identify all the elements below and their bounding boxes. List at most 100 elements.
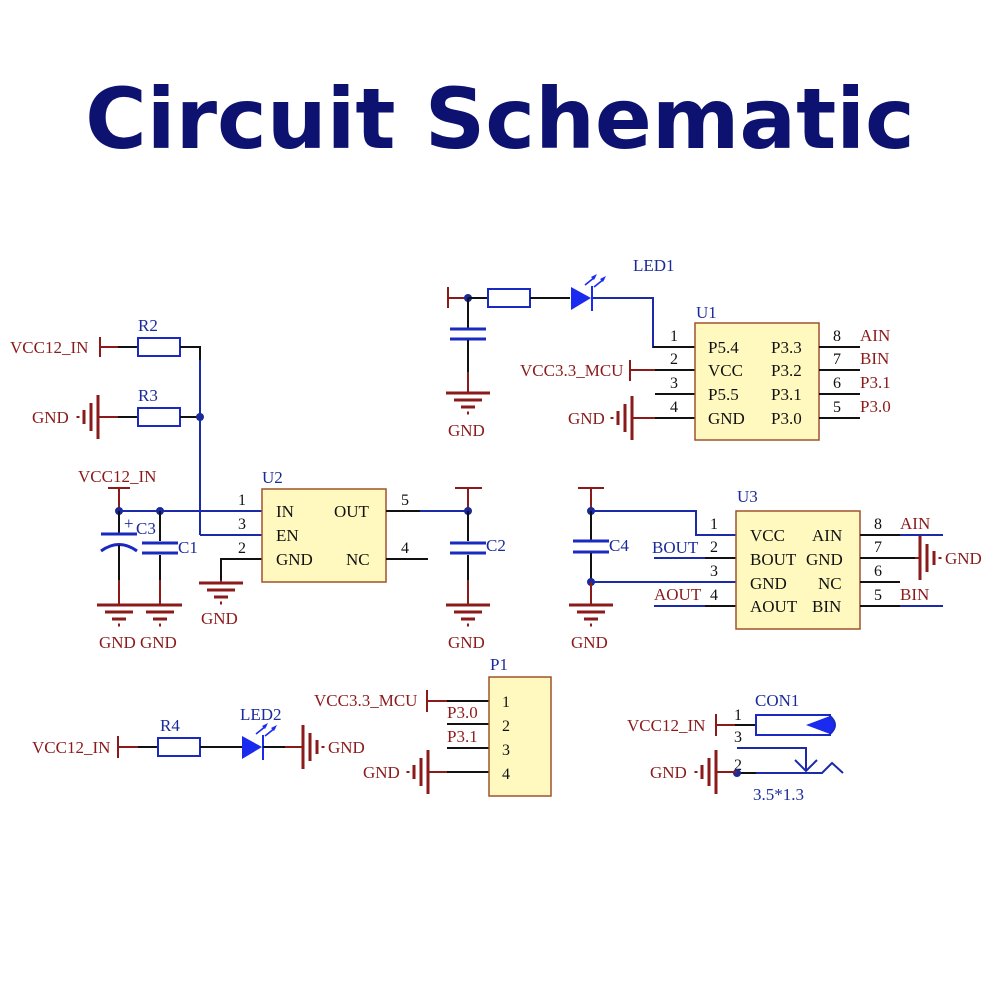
ground-icon bbox=[444, 603, 492, 627]
gnd-label-u1: GND bbox=[568, 409, 605, 428]
ground-icon bbox=[76, 393, 100, 441]
schematic-label: 1 bbox=[502, 694, 510, 711]
arrow-icon bbox=[600, 276, 606, 282]
u3-left-nets: BOUT AOUT bbox=[652, 538, 736, 607]
schematic-label: 1 bbox=[238, 492, 246, 509]
ground-icon bbox=[694, 748, 718, 796]
schematic-label: 8 bbox=[833, 328, 841, 345]
schematic-label: 3 bbox=[734, 729, 742, 746]
c3-label: C3 bbox=[136, 519, 156, 538]
net-label-aout: AOUT bbox=[654, 585, 702, 604]
led1-diode[interactable] bbox=[571, 287, 591, 310]
u1-left-nets: VCC3.3_MCU GND bbox=[520, 360, 695, 442]
schematic-label: 3 bbox=[238, 516, 246, 533]
schematic-label: BIN bbox=[812, 597, 841, 616]
schematic-label: BOUT bbox=[750, 550, 797, 569]
schematic-label: GND bbox=[806, 550, 843, 569]
component-body bbox=[488, 676, 552, 797]
c1-label: C1 bbox=[178, 538, 198, 557]
chip-u2[interactable]: U2 1 3 2 IN EN GND OUT NC 5 4 bbox=[238, 468, 409, 583]
ground-icon bbox=[406, 748, 430, 796]
schematic-label: EN bbox=[276, 526, 299, 545]
net-label-vcc33-u1: VCC3.3_MCU bbox=[520, 361, 623, 380]
ground-icon bbox=[610, 394, 634, 442]
net-label-vcc33-p1: VCC3.3_MCU bbox=[314, 691, 417, 710]
schematic-label: 1 bbox=[710, 516, 718, 533]
arrow-icon bbox=[806, 716, 830, 734]
schematic-label: P3.1 bbox=[860, 373, 891, 392]
c4-label: C4 bbox=[609, 536, 629, 555]
c2-label: C2 bbox=[486, 536, 506, 555]
gnd-label-c1: GND bbox=[140, 633, 177, 652]
schematic-label: 1 bbox=[670, 328, 678, 345]
resistor-r2[interactable] bbox=[137, 337, 181, 357]
component-body bbox=[735, 510, 861, 630]
schematic-label: 3 bbox=[502, 742, 510, 759]
ground-icon bbox=[918, 534, 942, 582]
resistor-r4[interactable] bbox=[157, 737, 201, 757]
wire bbox=[220, 558, 262, 580]
r3-branch: GND R3 bbox=[32, 386, 204, 441]
schematic-label: NC bbox=[818, 574, 842, 593]
gnd-label-c4: GND bbox=[571, 633, 608, 652]
net-label-vcc12-r2: VCC12_IN bbox=[10, 338, 88, 357]
led2-diode[interactable] bbox=[242, 736, 262, 759]
arrow-icon bbox=[271, 725, 277, 731]
wire bbox=[756, 761, 844, 774]
schematic-label: VCC bbox=[708, 361, 743, 380]
gnd-label-led1: GND bbox=[448, 421, 485, 440]
schematic-label: 4 bbox=[710, 587, 718, 604]
net-label-gnd-r3: GND bbox=[32, 408, 69, 427]
schematic-label: GND bbox=[276, 550, 313, 569]
schematic-label: 3 bbox=[670, 375, 678, 392]
component-body bbox=[261, 488, 387, 583]
wire bbox=[593, 297, 665, 348]
gnd-label-u2: GND bbox=[201, 609, 238, 628]
schematic-label: 7 bbox=[874, 539, 882, 556]
schematic-label: 8 bbox=[874, 516, 882, 533]
net-label-vcc12-con1: VCC12_IN bbox=[627, 716, 705, 735]
page-title: Circuit Schematic bbox=[85, 70, 915, 168]
con1-group: VCC12_IN 1 3 2 CON1 GND 3.5*1.3 bbox=[627, 691, 844, 804]
schematic-label: P3.1 bbox=[771, 385, 802, 404]
c3-polarity: + bbox=[124, 514, 134, 533]
chip-u1[interactable]: U1 1 2 3 4 P5.4 VCC P5.5 GND P3.3 P3.2 P… bbox=[670, 303, 841, 441]
arrow-icon bbox=[262, 723, 268, 729]
schematic-label: P3.0 bbox=[771, 409, 802, 428]
r3-label: R3 bbox=[138, 386, 158, 405]
schematic-label: 1 bbox=[734, 707, 742, 724]
net-label-bin: BIN bbox=[900, 585, 929, 604]
chip-u3[interactable]: U3 1 2 3 4 VCC BOUT GND AOUT AIN GND NC … bbox=[710, 487, 882, 630]
net-label-gnd-u3: GND bbox=[945, 549, 982, 568]
u2-label: U2 bbox=[262, 468, 283, 487]
net-label-bout: BOUT bbox=[652, 538, 699, 557]
resistor-r3[interactable] bbox=[137, 407, 181, 427]
ground-icon bbox=[136, 603, 184, 627]
con1-spec: 3.5*1.3 bbox=[753, 785, 804, 804]
net-label-p31: P3.1 bbox=[447, 727, 478, 746]
schematic-label: AIN bbox=[812, 526, 842, 545]
schematic-label: GND bbox=[708, 409, 745, 428]
net-label-vcc12-u2: VCC12_IN bbox=[78, 467, 156, 486]
schematic-label: AOUT bbox=[750, 597, 798, 616]
ground-icon bbox=[197, 581, 245, 605]
u1-right-nets: AIN BIN P3.1 P3.0 bbox=[819, 326, 891, 419]
schematic-label: 2 bbox=[502, 718, 510, 735]
net-label-ain: AIN bbox=[900, 514, 930, 533]
junction-dot bbox=[196, 413, 204, 421]
resistor-led1[interactable] bbox=[487, 288, 531, 308]
net-label-gnd-p1: GND bbox=[363, 763, 400, 782]
schematic-label: OUT bbox=[334, 502, 370, 521]
schematic-label: 2 bbox=[710, 539, 718, 556]
u3-label: U3 bbox=[737, 487, 758, 506]
gnd-label-c3: GND bbox=[99, 633, 136, 652]
wire bbox=[829, 715, 836, 735]
u1-label: U1 bbox=[696, 303, 717, 322]
schematic-label: P5.4 bbox=[708, 338, 739, 357]
schematic-label: P5.5 bbox=[708, 385, 739, 404]
schematic-label: P3.0 bbox=[860, 397, 891, 416]
header-p1[interactable]: P1 1 2 3 4 bbox=[488, 655, 552, 797]
net-label-vcc12-led2: VCC12_IN bbox=[32, 738, 110, 757]
con1-label[interactable]: CON1 bbox=[755, 691, 799, 710]
